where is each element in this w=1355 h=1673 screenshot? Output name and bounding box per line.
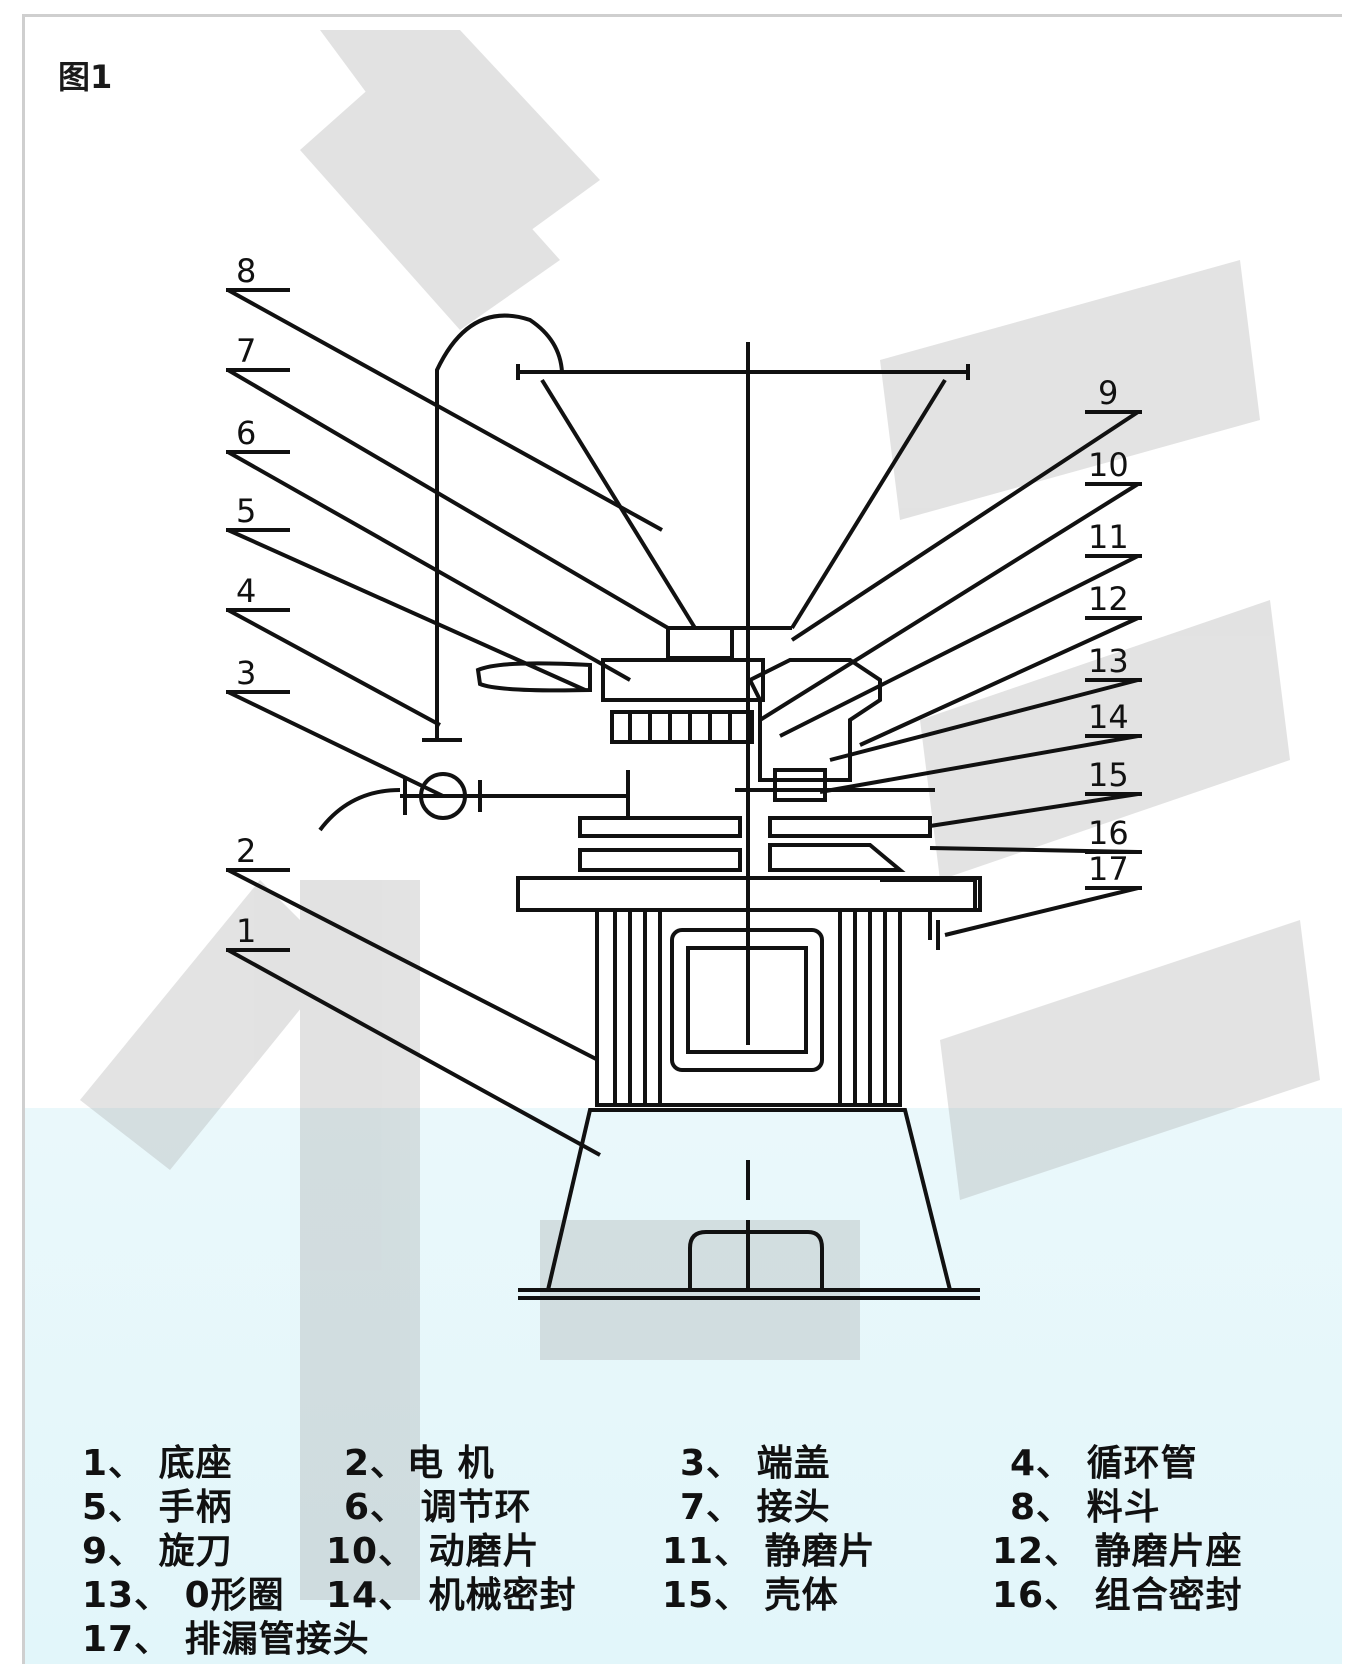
legend-item: 16、 组合密封 (992, 1575, 1243, 1616)
legend-item: 10、 动磨片 (326, 1531, 540, 1572)
parts-legend: 1、 底座 2、电 机 3、 端盖 4、 循环管 5、 手柄 6、 调节环 7、… (82, 1434, 1322, 1660)
callout-11: 11 (1088, 518, 1129, 556)
legend-item: 14、 机械密封 (326, 1575, 577, 1616)
callout-9: 9 (1098, 374, 1118, 412)
callout-14: 14 (1088, 698, 1129, 736)
figure-title: 图1 (58, 58, 113, 96)
legend-item: 13、 0形圈 (82, 1575, 285, 1616)
legend-item: 4、 循环管 (1010, 1443, 1198, 1484)
legend-row: 1、 底座 2、电 机 3、 端盖 4、 循环管 (82, 1434, 1322, 1484)
watermark (80, 30, 1320, 1600)
callout-12: 12 (1088, 580, 1129, 618)
callout-13: 13 (1088, 642, 1129, 680)
callout-3: 3 (236, 654, 256, 692)
legend-row: 9、 旋刀 10、 动磨片 11、 静磨片 12、 静磨片座 (82, 1522, 1322, 1572)
legend-item: 15、 壳体 (662, 1575, 839, 1616)
callout-10: 10 (1088, 446, 1129, 484)
legend-item: 5、 手柄 (82, 1487, 233, 1528)
legend-row: 13、 0形圈 14、 机械密封 15、 壳体 16、 组合密封 (82, 1566, 1322, 1616)
callout-6: 6 (236, 414, 256, 452)
legend-row: 5、 手柄 6、 调节环 7、 接头 8、 料斗 (82, 1478, 1322, 1528)
legend-item: 12、 静磨片座 (992, 1531, 1243, 1572)
legend-item: 7、 接头 (680, 1487, 831, 1528)
legend-item: 1、 底座 (82, 1443, 233, 1484)
callout-17: 17 (1088, 850, 1129, 888)
callout-8: 8 (236, 252, 256, 290)
callout-7: 7 (236, 332, 256, 370)
legend-row: 17、 排漏管接头 (82, 1610, 1322, 1660)
machine-drawing (226, 288, 1142, 1300)
callout-2: 2 (236, 832, 256, 870)
legend-item: 2、电 机 (344, 1443, 495, 1484)
callout-16: 16 (1088, 814, 1129, 852)
legend-item: 6、 调节环 (344, 1487, 532, 1528)
callout-15: 15 (1088, 756, 1129, 794)
legend-item: 3、 端盖 (680, 1443, 831, 1484)
legend-item: 17、 排漏管接头 (82, 1619, 370, 1660)
legend-item: 9、 旋刀 (82, 1531, 233, 1572)
callout-5: 5 (236, 492, 256, 530)
callout-4: 4 (236, 572, 256, 610)
legend-item: 8、 料斗 (1010, 1487, 1161, 1528)
background-band (25, 1108, 1342, 1664)
callout-1: 1 (236, 912, 256, 950)
legend-item: 11、 静磨片 (662, 1531, 876, 1572)
